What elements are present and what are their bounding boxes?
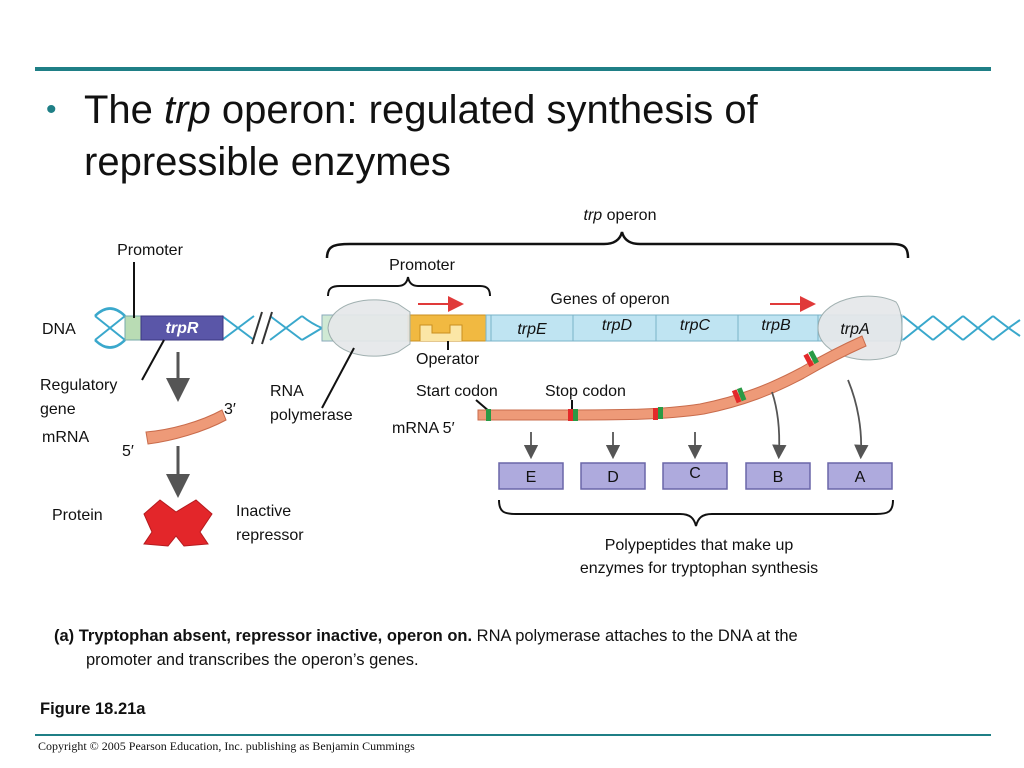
genes-of-operon-label: Genes of operon <box>550 291 669 308</box>
polypeptide-E: E <box>526 469 537 486</box>
mrna-label-left: mRNA <box>42 429 89 446</box>
polypeptide-boxes <box>498 462 893 490</box>
dna-label: DNA <box>42 321 76 338</box>
repressor-mrna <box>145 409 227 445</box>
polypeptide-B: B <box>773 469 784 486</box>
promoter-label-left: Promoter <box>117 242 183 259</box>
title-part2: operon: regulated synthesis of repressib… <box>84 88 758 184</box>
gene-trpB: trpB <box>761 317 791 334</box>
inactive-repressor-label-1: Inactive <box>236 503 291 520</box>
polypeptide-D: D <box>607 469 619 486</box>
start-codon-label: Start codon <box>416 383 498 400</box>
gene-trpD: trpD <box>602 317 633 334</box>
stop-codon-label: Stop codon <box>545 383 626 400</box>
figure-label: Figure 18.21a <box>40 700 146 718</box>
regulatory-promoter-box <box>124 315 142 341</box>
rna-polymerase-label-2: polymerase <box>270 407 353 424</box>
polypeptides-brace <box>498 499 894 527</box>
protein-label: Protein <box>52 507 103 524</box>
operon-mrna <box>477 335 867 421</box>
promoter-brace <box>327 276 491 297</box>
codon-marks <box>486 350 819 421</box>
caption-rest-2: promoter and transcribes the operon’s ge… <box>86 651 419 669</box>
bullet: • <box>46 93 57 126</box>
operator-label: Operator <box>416 351 480 368</box>
translation-arrows <box>523 379 869 460</box>
dna-helix <box>94 307 1021 349</box>
polypeptide-C: C <box>689 465 701 482</box>
gene-trpA: trpA <box>840 321 869 338</box>
five-prime-left: 5′ <box>122 443 134 460</box>
regulatory-gene-label-1: Regulatory <box>40 377 117 394</box>
bottom-rule <box>35 734 991 736</box>
polypeptides-caption-1: Polypeptides that make up <box>605 537 794 554</box>
rna-polymerase-left <box>327 299 411 357</box>
rna-polymerase-label-1: RNA <box>270 383 304 400</box>
trpR-label: trpR <box>166 320 199 337</box>
caption-bold: (a) Tryptophan absent, repressor inactiv… <box>54 627 473 645</box>
three-prime-left: 3′ <box>224 401 236 418</box>
regulatory-gene-label-2: gene <box>40 401 76 418</box>
mrna-5prime-label: mRNA 5′ <box>392 420 455 437</box>
promoter-label-operon: Promoter <box>389 257 455 274</box>
copyright-notice: Copyright © 2005 Pearson Education, Inc.… <box>38 739 415 753</box>
title-text: The trp operon: regulated synthesis of r… <box>84 84 944 188</box>
operator-notches <box>419 324 463 341</box>
inactive-repressor-label-2: repressor <box>236 527 304 544</box>
trp-operon-brace <box>325 231 910 259</box>
dna-break <box>251 311 273 345</box>
gene-trpC: trpC <box>680 317 711 334</box>
trpR-gene-box <box>140 315 224 341</box>
gene-trpE: trpE <box>517 321 547 338</box>
polypeptides-caption-2: enzymes for tryptophan synthesis <box>580 560 818 577</box>
title-part1: The <box>84 88 165 132</box>
figure-caption: (a) Tryptophan absent, repressor inactiv… <box>54 624 974 672</box>
polypeptide-A: A <box>855 469 866 486</box>
rna-polymerase-pointer <box>321 347 355 409</box>
trp-operon-label: trp operon <box>584 207 657 224</box>
top-rule <box>35 67 991 71</box>
regulatory-gene-pointer <box>141 339 165 381</box>
inactive-repressor-protein <box>143 499 213 547</box>
caption-rest-1: RNA polymerase attaches to the DNA at th… <box>472 627 798 645</box>
title-italic: trp <box>164 88 211 132</box>
